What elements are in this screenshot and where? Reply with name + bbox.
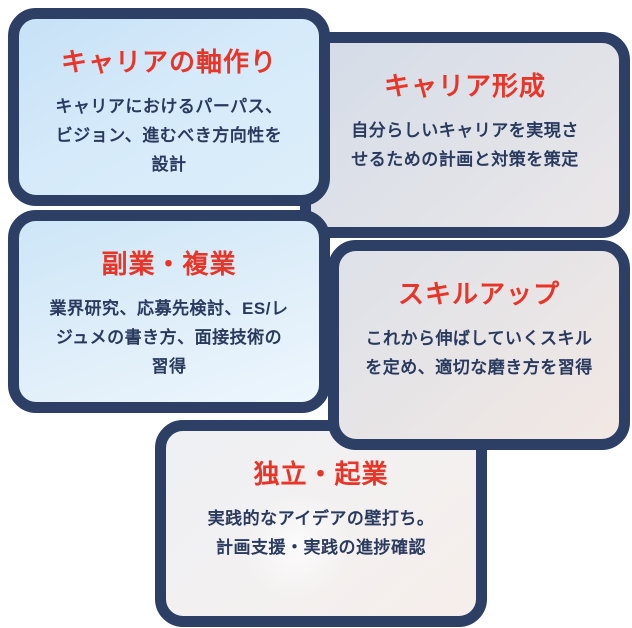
body-line: 習得 <box>151 357 187 376</box>
card-title: キャリアの軸作り <box>60 47 277 77</box>
body-line: 計画支援・実践の進捗確認 <box>216 538 426 557</box>
card-career-axis: キャリアの軸作り キャリアにおけるパーパス、 ビジョン、進むべき方向性を 設計 <box>8 8 330 206</box>
card-title: 副業・複業 <box>101 249 237 279</box>
body-line: 自分らしいキャリアを実現さ <box>351 121 579 140</box>
card-title: キャリア形成 <box>383 71 546 101</box>
card-career-formation: キャリア形成 自分らしいキャリアを実現さ せるための計画と対策を策定 <box>300 32 630 238</box>
card-independence: 独立・起業 実践的なアイデアの壁打ち。 計画支援・実践の進捗確認 <box>155 420 487 627</box>
card-body: 業界研究、応募先検討、ES/レ ジュメの書き方、面接技術の 習得 <box>19 294 319 381</box>
body-line: せるための計画と対策を策定 <box>351 150 579 169</box>
body-line: ビジョン、進むべき方向性を <box>55 126 283 145</box>
card-body: 実践的なアイデアの壁打ち。 計画支援・実践の進捗確認 <box>166 504 476 562</box>
body-line: これから伸ばしていくスキル <box>365 329 593 348</box>
body-line: を定め、適切な磨き方を習得 <box>365 358 593 377</box>
body-line: 実践的なアイデアの壁打ち。 <box>207 509 435 528</box>
card-body: これから伸ばしていくスキル を定め、適切な磨き方を習得 <box>339 324 619 382</box>
body-line: 業界研究、応募先検討、ES/レ <box>49 299 289 318</box>
card-body: 自分らしいキャリアを実現さ せるための計画と対策を策定 <box>311 116 619 174</box>
card-skill-up: スキルアップ これから伸ばしていくスキル を定め、適切な磨き方を習得 <box>328 240 630 450</box>
body-line: ジュメの書き方、面接技術の <box>55 328 283 347</box>
card-side-business: 副業・複業 業界研究、応募先検討、ES/レ ジュメの書き方、面接技術の 習得 <box>8 210 330 413</box>
card-title: スキルアップ <box>397 279 560 309</box>
body-line: キャリアにおけるパーパス、 <box>55 97 283 116</box>
card-title: 独立・起業 <box>253 459 389 489</box>
body-line: 設計 <box>151 155 187 174</box>
card-body: キャリアにおけるパーパス、 ビジョン、進むべき方向性を 設計 <box>19 92 319 179</box>
